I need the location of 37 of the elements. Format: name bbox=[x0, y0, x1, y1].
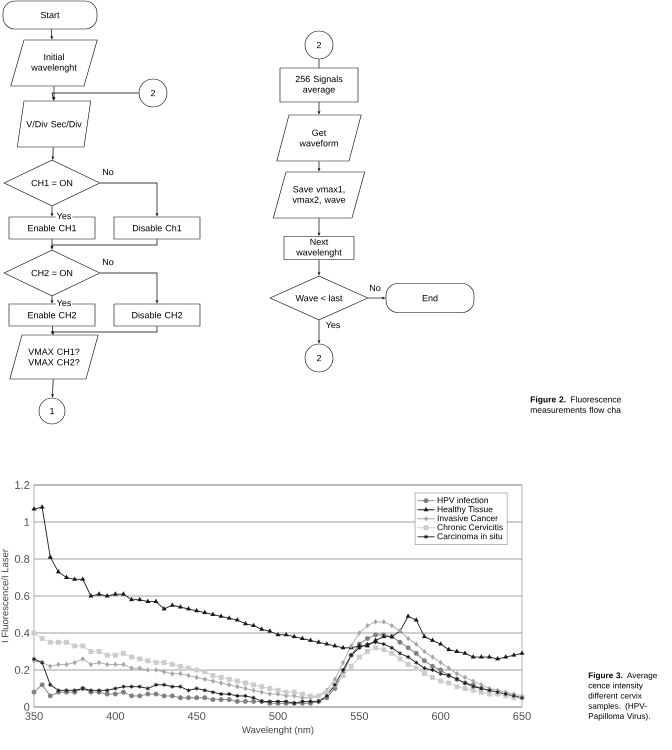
edge-label: No bbox=[101, 168, 115, 176]
figure-caption: Figure 2. Fluorescence measurements flow cha bbox=[530, 396, 621, 413]
edge-label: Yes bbox=[324, 320, 342, 330]
legend-label: HPV infection bbox=[438, 496, 488, 504]
legend-label: Invasive Cancer bbox=[438, 514, 498, 522]
y-tick-label: 0.2 bbox=[14, 666, 30, 674]
y-tick-label: 0 bbox=[24, 703, 30, 711]
x-tick-label: 550 bbox=[350, 712, 368, 720]
legend-label: Chronic Cervicitis bbox=[437, 524, 503, 530]
x-tick-label: 400 bbox=[106, 712, 124, 720]
io-parallelogram: Initial wavelenght bbox=[10, 40, 98, 86]
y-tick-label: 1 bbox=[24, 518, 30, 526]
io-parallelogram: Save vmax1, vmax2, wave bbox=[272, 172, 366, 218]
y-tick-label: 0.6 bbox=[14, 592, 30, 600]
y-tick-label: 0.8 bbox=[14, 555, 30, 563]
x-tick-label: 650 bbox=[513, 712, 531, 720]
process-box: 256 Signals average bbox=[280, 68, 358, 102]
edge-label: Yes bbox=[56, 298, 72, 308]
x-tick-label: 350 bbox=[25, 712, 43, 720]
x-tick-label: 500 bbox=[269, 712, 287, 720]
terminal-box: End bbox=[386, 283, 474, 313]
x-tick-label: 450 bbox=[188, 712, 206, 720]
x-tick-label: 600 bbox=[432, 712, 450, 720]
process-box: Next wavelenght bbox=[284, 236, 354, 260]
edge-label: No bbox=[368, 284, 382, 292]
legend-label: Healthy Tissue bbox=[438, 506, 493, 514]
edge-label: No bbox=[101, 258, 115, 266]
legend-label: Carcinoma in situ bbox=[437, 533, 502, 540]
y-tick-label: 1.2 bbox=[15, 481, 30, 489]
figure-caption: Figure 3. Average cence intensity different cervix samples. (HPV- Papilloma Virus). bbox=[588, 672, 657, 721]
edge-label: Yes bbox=[56, 212, 72, 220]
y-axis-title: I Fluorescence/I Laser bbox=[1, 549, 8, 642]
x-axis-title: Wavelenght (nm) bbox=[242, 726, 314, 736]
process-box: Disable Ch1 bbox=[114, 216, 200, 240]
terminal-box: Start bbox=[2, 0, 98, 30]
process-box: Disable CH2 bbox=[114, 304, 200, 326]
y-tick-label: 0.4 bbox=[14, 629, 30, 637]
